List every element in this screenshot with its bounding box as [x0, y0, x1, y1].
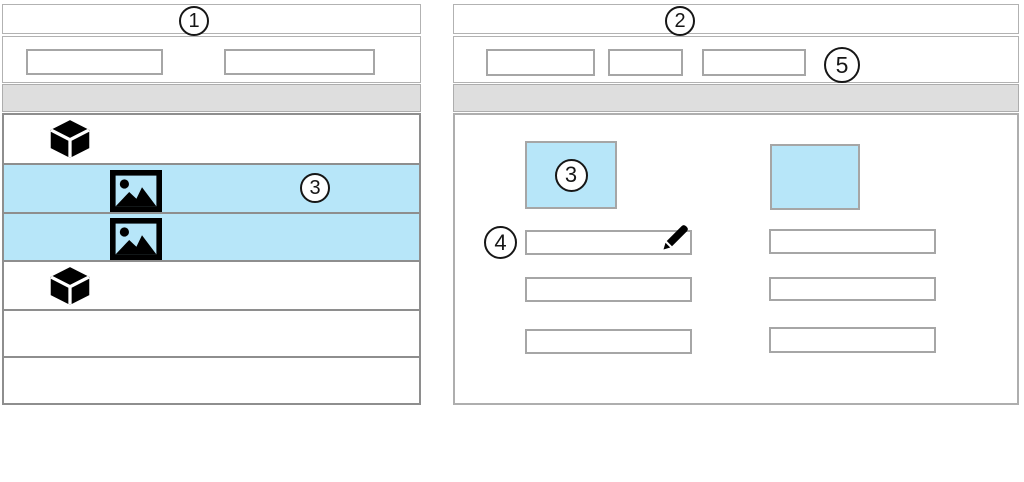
list-row-empty[interactable]: [4, 356, 419, 403]
right-column-header-bar: [453, 84, 1019, 112]
toolbar-button-1[interactable]: [486, 49, 595, 76]
image-icon: [109, 169, 163, 213]
thumbnail-selected[interactable]: 3: [525, 141, 617, 209]
editable-name-field-input[interactable]: [525, 230, 692, 255]
editable-name-field: [525, 225, 692, 255]
callout-3: 3: [554, 158, 588, 192]
left-item-list: 3: [2, 113, 421, 405]
callout-4: 4: [484, 226, 517, 259]
form-field-input[interactable]: [525, 277, 692, 302]
form-field: [525, 329, 692, 354]
form-field-input[interactable]: [769, 327, 936, 353]
toolbar-button-3[interactable]: [702, 49, 806, 76]
form-field: [769, 277, 936, 301]
list-row-image-selected[interactable]: 3: [4, 163, 419, 213]
form-field-input[interactable]: [769, 229, 936, 254]
form-field: [525, 277, 692, 302]
list-row-cube[interactable]: [4, 115, 419, 163]
callout-1: 1: [179, 6, 209, 36]
form-field: [769, 327, 936, 353]
toolbar-button-2[interactable]: [608, 49, 683, 76]
form-field-input[interactable]: [769, 277, 936, 301]
left-column-header-bar: [2, 84, 421, 112]
list-row-image-selected[interactable]: [4, 212, 419, 261]
form-field: [769, 229, 936, 254]
left-panel-header: 1: [2, 4, 421, 36]
right-panel-toolbar: 5: [453, 36, 1019, 83]
left-toolbar-field-2: [224, 49, 375, 75]
cube-icon: [48, 266, 92, 306]
callout-2: 2: [665, 6, 695, 36]
list-row-empty[interactable]: [4, 309, 419, 356]
thumbnail-selected[interactable]: [770, 144, 860, 210]
left-toolbar-field-1: [26, 49, 163, 75]
list-row-cube[interactable]: [4, 260, 419, 309]
left-toolbar-field-1-input[interactable]: [26, 49, 163, 75]
cube-icon: [48, 119, 92, 159]
callout-3: 3: [300, 173, 330, 203]
left-panel-toolbar: [2, 36, 421, 83]
callout-5: 5: [824, 47, 860, 83]
right-panel-content: 3 4: [453, 113, 1019, 405]
left-toolbar-field-2-input[interactable]: [224, 49, 375, 75]
pencil-edit-icon[interactable]: [661, 222, 691, 252]
right-panel-header: 2: [453, 4, 1019, 36]
form-field-input[interactable]: [525, 329, 692, 354]
image-icon: [109, 217, 163, 261]
